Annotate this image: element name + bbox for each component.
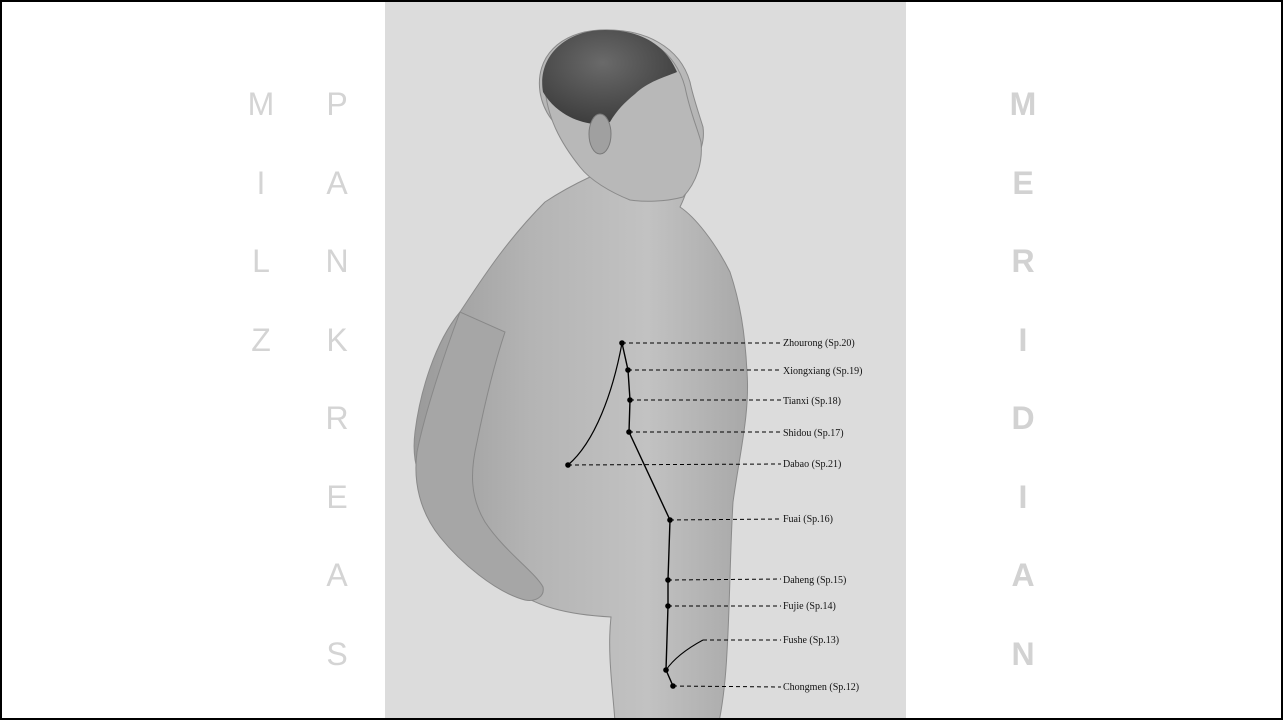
point-dot bbox=[663, 667, 669, 673]
letter: D bbox=[1011, 398, 1034, 477]
letter: A bbox=[326, 555, 347, 634]
svg-text:Shidou (Sp.17): Shidou (Sp.17) bbox=[783, 428, 844, 439]
letter: A bbox=[326, 163, 347, 242]
point-code: (Sp.18) bbox=[811, 396, 841, 407]
point-name: Xiongxiang bbox=[783, 366, 830, 377]
point-name: Tianxi bbox=[783, 396, 809, 407]
svg-text:Daheng (Sp.15): Daheng (Sp.15) bbox=[783, 575, 846, 586]
letter: N bbox=[325, 241, 348, 320]
letter: N bbox=[1011, 634, 1034, 713]
letter: L bbox=[252, 241, 270, 320]
ear-shape bbox=[589, 114, 611, 154]
svg-text:Fushe (Sp.13): Fushe (Sp.13) bbox=[783, 635, 839, 646]
point-code: (Sp.20) bbox=[825, 338, 855, 349]
letter: R bbox=[325, 398, 348, 477]
letter: E bbox=[1012, 163, 1033, 242]
svg-text:Xiongxiang (Sp.19): Xiongxiang (Sp.19) bbox=[783, 366, 862, 377]
letter: S bbox=[326, 634, 347, 713]
letter: I bbox=[1019, 320, 1028, 399]
point-dot bbox=[665, 577, 671, 583]
point-dot bbox=[667, 517, 673, 523]
point-code: (Sp.13) bbox=[809, 635, 839, 646]
point-name: Chongmen bbox=[783, 682, 827, 693]
vertical-word-pankreas: P A N K R E A S bbox=[322, 84, 352, 712]
point-dot bbox=[665, 603, 671, 609]
svg-text:Zhourong (Sp.20): Zhourong (Sp.20) bbox=[783, 338, 855, 349]
vertical-word-milz: M I L Z bbox=[246, 84, 276, 398]
point-name: Dabao bbox=[783, 459, 809, 470]
anatomy-figure: Zhourong (Sp.20) Xiongxiang (Sp.19) Tian… bbox=[385, 2, 906, 720]
point-code: (Sp.19) bbox=[833, 366, 863, 377]
point-dot bbox=[670, 683, 676, 689]
letter: I bbox=[1019, 477, 1028, 556]
point-code: (Sp.12) bbox=[829, 682, 859, 693]
point-dot bbox=[627, 397, 633, 403]
point-dot bbox=[619, 340, 625, 346]
point-dot bbox=[565, 462, 571, 468]
point-dot bbox=[626, 429, 632, 435]
point-labels: Zhourong (Sp.20) Xiongxiang (Sp.19) Tian… bbox=[783, 338, 862, 693]
letter: I bbox=[257, 163, 266, 242]
point-code: (Sp.17) bbox=[814, 428, 844, 439]
svg-text:Fuai (Sp.16): Fuai (Sp.16) bbox=[783, 514, 833, 525]
point-name: Zhourong bbox=[783, 338, 822, 349]
vertical-word-meridian: M E R I D I A N bbox=[1005, 84, 1041, 712]
svg-text:Chongmen (Sp.12): Chongmen (Sp.12) bbox=[783, 682, 859, 693]
letter: E bbox=[326, 477, 347, 556]
svg-text:Dabao (Sp.21): Dabao (Sp.21) bbox=[783, 459, 841, 470]
point-name: Fujie bbox=[783, 601, 804, 612]
letter: A bbox=[1011, 555, 1034, 634]
point-dot bbox=[625, 367, 631, 373]
letter: P bbox=[326, 84, 347, 163]
letter: M bbox=[1010, 84, 1037, 163]
meridian-illustration: Zhourong (Sp.20) Xiongxiang (Sp.19) Tian… bbox=[385, 2, 906, 720]
point-code: (Sp.15) bbox=[817, 575, 847, 586]
point-code: (Sp.14) bbox=[806, 601, 836, 612]
letter: R bbox=[1011, 241, 1034, 320]
letter: Z bbox=[251, 320, 271, 399]
point-name: Fuai bbox=[783, 514, 801, 525]
svg-text:Fujie (Sp.14): Fujie (Sp.14) bbox=[783, 601, 836, 612]
letter: K bbox=[326, 320, 347, 399]
point-code: (Sp.21) bbox=[812, 459, 842, 470]
point-name: Daheng bbox=[783, 575, 814, 586]
point-name: Fushe bbox=[783, 635, 807, 646]
svg-text:Tianxi (Sp.18): Tianxi (Sp.18) bbox=[783, 396, 841, 407]
point-code: (Sp.16) bbox=[803, 514, 833, 525]
point-name: Shidou bbox=[783, 428, 811, 439]
letter: M bbox=[248, 84, 275, 163]
